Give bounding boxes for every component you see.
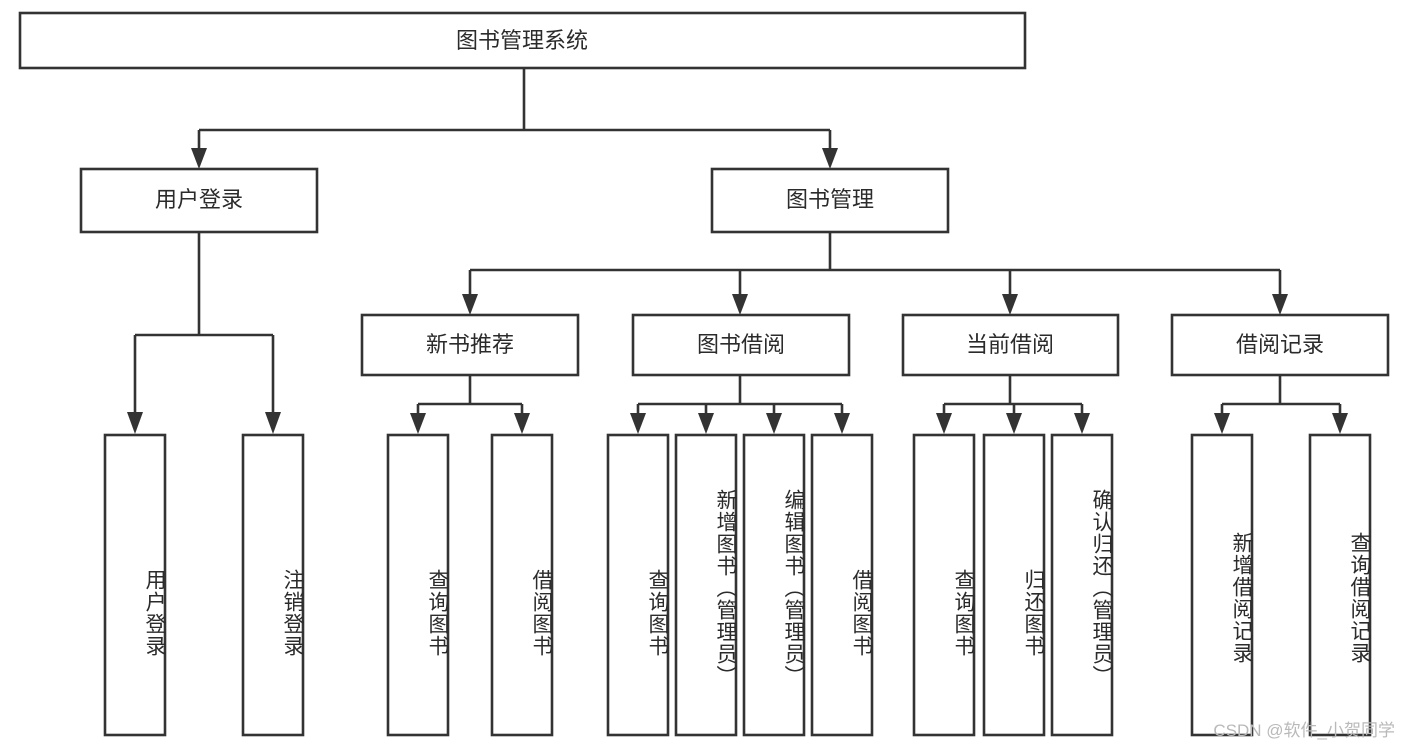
arrow-head-icon xyxy=(514,413,530,434)
node-box-rect xyxy=(360,313,580,377)
leaf-box-add-borrow-record[interactable] xyxy=(1190,433,1254,737)
node-user-login[interactable]: 用户登录 xyxy=(79,167,319,234)
connector-bookborrow-to-leaves xyxy=(630,375,850,434)
leaf-box-user-login[interactable] xyxy=(103,433,167,737)
node-book-management[interactable]: 图书管理 xyxy=(710,167,950,234)
connector-root-to-level2 xyxy=(191,68,838,169)
leaf-box-query-book-nb[interactable] xyxy=(386,433,450,737)
node-box-rect xyxy=(18,11,1027,70)
node-current-borrow[interactable]: 当前借阅 xyxy=(901,313,1120,377)
arrow-head-icon xyxy=(127,412,143,434)
node-box-rect xyxy=(631,313,851,377)
node-box-rect xyxy=(79,167,319,234)
node-label: 借阅记录 xyxy=(1236,332,1324,357)
node-label: 图书管理 xyxy=(786,187,874,212)
arrow-head-icon xyxy=(698,413,714,434)
node-box-rect xyxy=(710,167,950,234)
arrow-head-icon xyxy=(265,412,281,434)
arrow-head-icon xyxy=(1332,413,1348,434)
node-label: 图书管理系统 xyxy=(456,28,588,53)
arrow-head-icon xyxy=(1074,413,1090,434)
arrow-head-icon xyxy=(822,148,838,169)
watermark-text: CSDN @软件_小贺同学 xyxy=(1213,721,1395,740)
arrow-head-icon xyxy=(936,413,952,434)
node-new-book-recommend[interactable]: 新书推荐 xyxy=(360,313,580,377)
node-label: 用户登录 xyxy=(155,187,243,212)
node-label: 当前借阅 xyxy=(966,332,1054,357)
arrow-head-icon xyxy=(630,413,646,434)
arrow-head-icon xyxy=(410,413,426,434)
node-box-rect xyxy=(1170,313,1390,377)
leaf-box-return-book[interactable] xyxy=(982,433,1046,737)
leaf-box-query-book-cb[interactable] xyxy=(912,433,976,737)
arrow-head-icon xyxy=(732,294,748,315)
leaf-box-add-book-admin[interactable] xyxy=(674,433,738,737)
arrow-head-icon xyxy=(1006,413,1022,434)
node-root[interactable]: 图书管理系统 xyxy=(18,11,1027,70)
leaf-box-logout-login[interactable] xyxy=(241,433,305,737)
leaf-box-query-borrow-record[interactable] xyxy=(1308,433,1372,737)
arrow-head-icon xyxy=(191,148,207,169)
arrow-head-icon xyxy=(1272,294,1288,315)
arrow-head-icon xyxy=(834,413,850,434)
connector-bookmgmt-to-level3 xyxy=(462,232,1288,315)
connector-currentborrow-to-leaves xyxy=(936,375,1090,434)
arrow-head-icon xyxy=(1002,294,1018,315)
connector-userlogin-to-leaves xyxy=(127,232,281,434)
arrow-head-icon xyxy=(1214,413,1230,434)
node-label: 新书推荐 xyxy=(426,332,514,357)
leaf-box-borrow-book-nb[interactable] xyxy=(490,433,554,737)
arrow-head-icon xyxy=(462,294,478,315)
leaf-box-query-book-bb[interactable] xyxy=(606,433,670,737)
node-box-rect xyxy=(901,313,1120,377)
node-borrow-record[interactable]: 借阅记录 xyxy=(1170,313,1390,377)
leaf-box-borrow-book-bb[interactable] xyxy=(810,433,874,737)
leaf-box-edit-book-admin[interactable] xyxy=(742,433,806,737)
connector-borrowrecord-to-leaves xyxy=(1214,375,1348,434)
connector-newbook-to-leaves xyxy=(410,375,530,434)
node-label: 图书借阅 xyxy=(697,332,785,357)
leaf-box-confirm-return-admin[interactable] xyxy=(1050,433,1114,737)
node-book-borrow[interactable]: 图书借阅 xyxy=(631,313,851,377)
arrow-head-icon xyxy=(766,413,782,434)
